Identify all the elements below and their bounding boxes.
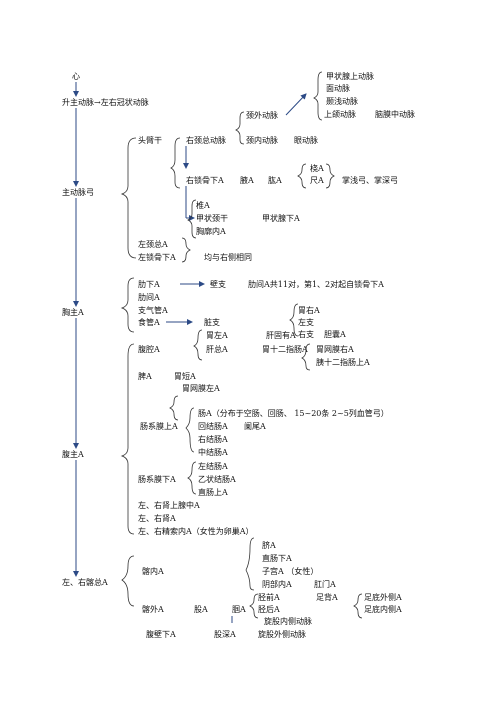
node-right-subclavian: 右锁骨下A [186, 176, 224, 185]
node-ascending-aorta: 升主动脉→左右冠状动脉 [62, 98, 149, 107]
node-internal-iliac: 髂内A [142, 567, 164, 576]
node-superior-mesenteric: 肠系膜上A [140, 422, 178, 431]
node-popliteal: 腘A [232, 605, 246, 614]
node-common-iliac: 左、右髂总A [62, 578, 108, 587]
node-ileocolic: 回结肠A [198, 422, 228, 431]
node-common-hepatic: 肝总A [206, 345, 228, 354]
node-testicular: 左、右精索内A（女性为卵巢A） [138, 527, 254, 536]
node-short-gastric: 胃短A [174, 372, 196, 381]
node-jejunal-ileal: 肠A（分布于空肠、回肠、 15~20条 2~5列血管弓） [198, 409, 389, 418]
node-posterior-tibial: 胫后A [258, 605, 280, 614]
node-sigmoid: 乙状结肠A [198, 475, 236, 484]
node-maxillary: 上颌动脉 [324, 110, 356, 119]
node-umbilical: 脐A [262, 541, 276, 550]
node-inferior-rectal: 直肠下A [262, 554, 292, 563]
node-bronchial: 支气管A [138, 306, 168, 315]
node-thoracic-aorta: 胸主A [62, 308, 84, 317]
node-cystic: 胆囊A [324, 330, 346, 339]
node-right-colic: 右结肠A [198, 435, 228, 444]
node-lateral-circumflex: 旋股外侧动脉 [258, 630, 306, 639]
node-aortic-arch: 主动脉弓 [62, 188, 94, 197]
node-superficial-temporal: 颞浅动脉 [326, 97, 358, 106]
node-internal-pudendal: 阴部内A [262, 580, 292, 589]
node-external-iliac: 髂外A [142, 605, 164, 614]
node-internal-carotid: 颈内动脉 [246, 136, 278, 145]
node-lateral-plantar: 足底外侧A [364, 593, 402, 602]
node-left-gastroepiploic: 胃网膜左A [182, 384, 220, 393]
node-radial: 桡A [310, 164, 324, 173]
node-superior-pancreaticoduodenal: 胰十二指肠上A [316, 358, 370, 367]
node-left-subclavian: 左锁骨下A [138, 253, 176, 262]
node-stomach-right: 胃右A [298, 306, 320, 315]
node-celiac: 腹腔A [138, 345, 160, 354]
node-uterine: 子宫A （女性） [262, 567, 319, 576]
node-ophthalmic: 眼动脉 [294, 136, 318, 145]
node-ulnar: 尺A [310, 176, 324, 185]
node-vertebral: 椎A [196, 201, 210, 210]
node-superior-rectal: 直肠上A [198, 488, 228, 497]
node-external-carotid: 颈外动脉 [246, 111, 278, 120]
node-medial-circumflex: 旋股内侧动脉 [264, 617, 312, 626]
node-dorsalis-pedis: 足背A [316, 593, 338, 602]
node-deep-femoral: 股深A [214, 630, 236, 639]
node-splenic: 脾A [138, 372, 152, 381]
node-left-gastric: 胃左A [206, 331, 228, 340]
node-inferior-epigastric: 腹壁下A [146, 630, 176, 639]
node-inferior-mesenteric: 肠系膜下A [138, 475, 176, 484]
node-right-branch: 右支 [298, 330, 314, 339]
node-left-branch: 左支 [298, 318, 314, 327]
node-visceral-branch: 脏支 [204, 318, 220, 327]
node-brachiocephalic: 头臂干 [138, 136, 162, 145]
node-phrenic: 肋间A [138, 293, 160, 302]
node-superior-thyroid: 甲状腺上动脉 [326, 72, 374, 81]
node-middle-suprarenal: 左、右肾上腺中A [138, 501, 200, 510]
node-facial: 面动脉 [326, 84, 350, 93]
node-appendicular: 阑尾A [244, 422, 266, 431]
node-femoral: 股A [194, 605, 208, 614]
node-brachial: 肱A [268, 176, 282, 185]
node-middle-meningeal: 脑膜中动脉 [375, 110, 415, 119]
node-inferior-thyroid: 甲状腺下A [262, 214, 300, 223]
node-right-common-carotid: 右颈总动脉 [186, 136, 226, 145]
node-left-common-carotid: 左颈总A [138, 240, 168, 249]
node-subcostal: 肋下A [138, 280, 160, 289]
node-parietal-branch: 壁支 [210, 280, 226, 289]
node-gastroduodenal: 胃十二指肠A [262, 345, 308, 354]
node-proper-hepatic: 肝固有A [266, 331, 296, 340]
node-internal-thoracic: 胸廓内A [196, 227, 226, 236]
node-abdominal-aorta: 腹主A [62, 450, 84, 459]
node-heart: 心 [72, 72, 80, 81]
node-esophageal: 食管A [138, 318, 160, 327]
node-anal: 肛门A [314, 580, 336, 589]
node-middle-colic: 中结肠A [198, 448, 228, 457]
node-right-gastroepiploic: 胃网膜右A [316, 345, 354, 354]
node-anterior-tibial: 胫前A [258, 593, 280, 602]
node-same-as-right: 均与右侧相同 [204, 253, 252, 262]
node-intercostal: 肋间A共11对，第1、2对起自锁骨下A [248, 280, 384, 289]
node-palmar-arches: 掌浅弓、掌深弓 [342, 176, 398, 185]
node-medial-plantar: 足底内侧A [364, 605, 402, 614]
node-left-colic: 左结肠A [198, 462, 228, 471]
node-thyrocervical: 甲状颈干 [196, 214, 228, 223]
node-renal: 左、右肾A [138, 514, 176, 523]
node-axillary: 腋A [240, 176, 254, 185]
